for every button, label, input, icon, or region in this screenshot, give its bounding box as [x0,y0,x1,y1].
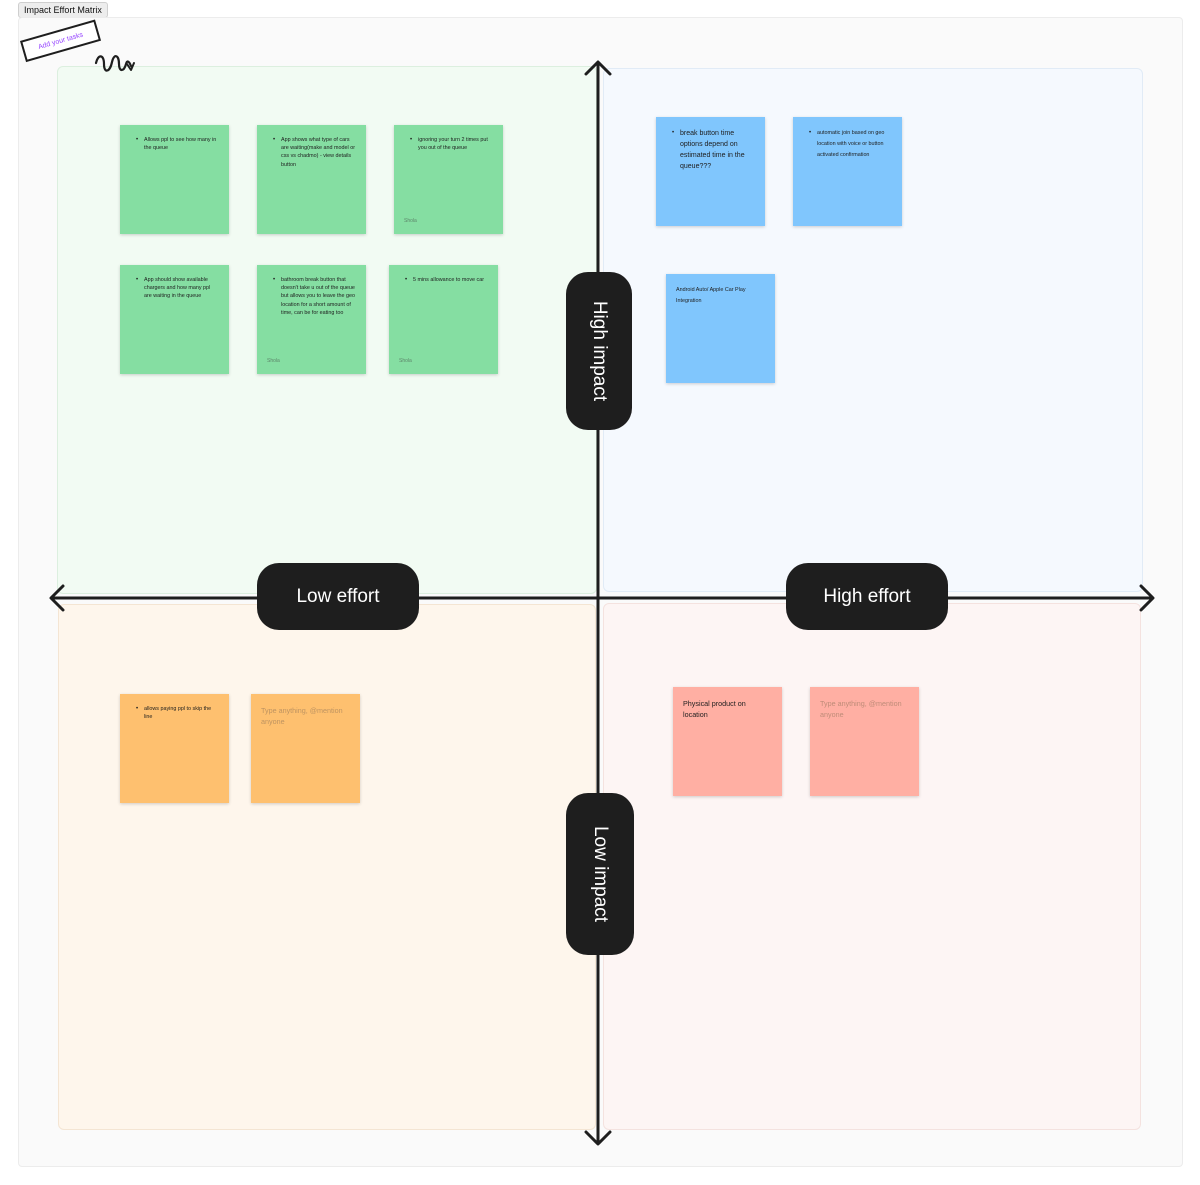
sticky-text: Physical product on location [683,699,746,719]
sticky-note[interactable]: allows paying ppl to skip the line [120,694,229,803]
sticky-placeholder: Type anything, @mention anyone [820,699,902,719]
sticky-placeholder: Type anything, @mention anyone [261,706,343,726]
sticky-note[interactable]: bathroom break button that doesn't take … [257,265,366,374]
sticky-author: Shola [267,358,280,364]
sticky-note[interactable]: 5 mins allowance to move car Shola [389,265,498,374]
high-impact-label: High impact [566,272,632,430]
sticky-note[interactable]: break button time options depend on esti… [656,117,765,226]
high-effort-label: High effort [786,563,948,630]
sticky-text: 5 mins allowance to move car [405,276,488,284]
sticky-note[interactable]: Physical product on location [673,687,782,796]
sticky-text: allows paying ppl to skip the line [136,705,219,721]
squiggle-arrow-icon [94,55,133,72]
sticky-note[interactable]: App shows what type of cars are waiting(… [257,125,366,234]
sticky-text: Allows ppl to see how many in the queue [136,136,219,152]
sticky-text: break button time options depend on esti… [672,128,755,172]
sticky-author: Shola [404,218,417,224]
sticky-note[interactable]: automatic join based on geo location wit… [793,117,902,226]
sticky-author: Shola [399,358,412,364]
sticky-note[interactable]: ignoring your turn 2 times put you out o… [394,125,503,234]
sticky-note-empty[interactable]: Type anything, @mention anyone [251,694,360,803]
sticky-text: App should show available chargers and h… [136,276,219,301]
sticky-text: bathroom break button that doesn't take … [273,276,356,317]
sticky-note[interactable]: Android Auto/ Apple Car Play Integration [666,274,775,383]
sticky-text: Android Auto/ Apple Car Play Integration [676,287,746,304]
low-impact-label: Low impact [566,793,634,955]
low-effort-label: Low effort [257,563,419,630]
sticky-text: automatic join based on geo location wit… [809,128,892,161]
sticky-text: ignoring your turn 2 times put you out o… [410,136,493,152]
quadrant-low-impact-low-effort [58,604,596,1130]
sticky-note-empty[interactable]: Type anything, @mention anyone [810,687,919,796]
sticky-text: App shows what type of cars are waiting(… [273,136,356,169]
sticky-note[interactable]: Allows ppl to see how many in the queue [120,125,229,234]
sticky-note[interactable]: App should show available chargers and h… [120,265,229,374]
